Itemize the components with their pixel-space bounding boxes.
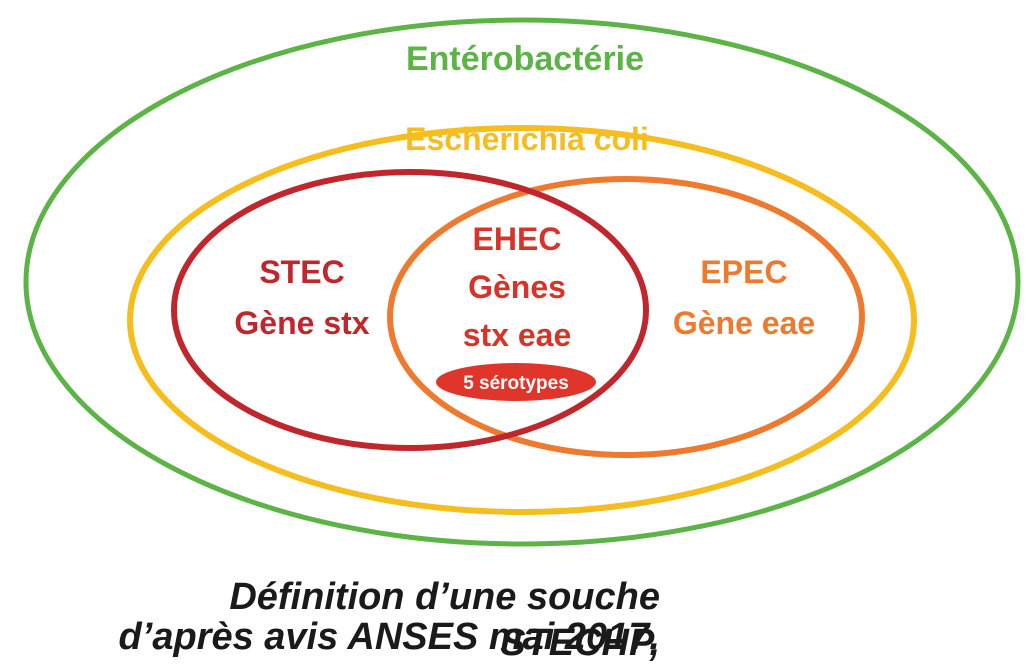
caption-line-2: d’après avis ANSES mai 2017. — [118, 616, 660, 658]
ehec-stx-eae: stx eae — [463, 317, 572, 353]
enterobacteria-ellipse — [23, 17, 1021, 547]
epec-title: EPEC — [700, 254, 787, 290]
stec-ellipse — [171, 169, 649, 451]
stec-gene: Gène stx — [234, 305, 369, 341]
enterobacteria-label: Entérobactérie — [406, 40, 644, 78]
stec-title: STEC — [259, 254, 344, 290]
epec-ellipse — [387, 176, 865, 458]
ecoli-ellipse — [127, 125, 917, 515]
epec-gene: Gène eae — [673, 305, 815, 341]
ehec-title: EHEC — [473, 221, 562, 257]
serotypes-label: 5 sérotypes — [463, 373, 569, 394]
caption-line-1: Définition d’une souche STECHP, — [229, 576, 660, 664]
venn-diagram: Entérobactérie Escherichia coli STEC Gèn… — [23, 17, 1021, 547]
ecoli-label: Escherichia coli — [405, 121, 649, 157]
serotypes-badge — [436, 363, 596, 401]
ehec-genes: Gènes — [468, 269, 566, 305]
